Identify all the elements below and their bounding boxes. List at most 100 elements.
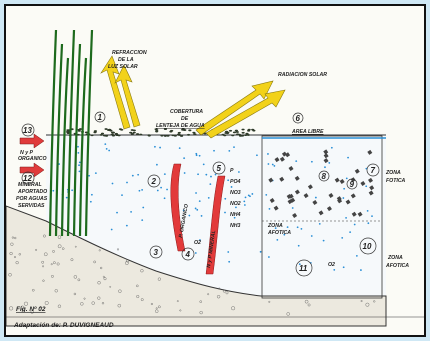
water-dot: [367, 210, 369, 212]
water-dot: [208, 197, 210, 199]
refraction-label-1: REFRACCION: [112, 50, 147, 56]
duckweed-leaf: [111, 131, 114, 133]
duckweed-leaf: [236, 133, 239, 135]
duckweed-leaf: [181, 129, 184, 131]
water-dot: [79, 161, 81, 163]
water-dot: [276, 239, 278, 241]
water-dot: [328, 162, 330, 164]
water-dot: [156, 164, 158, 166]
duckweed-leaf: [239, 135, 242, 137]
water-dot: [356, 255, 358, 257]
water-dot: [227, 251, 229, 253]
np-organic-arrow: [20, 134, 44, 148]
water-dot: [126, 182, 128, 184]
water-dot: [199, 155, 201, 157]
water-dot: [137, 174, 139, 176]
water-dot: [108, 150, 110, 152]
water-dot: [164, 173, 166, 175]
free-area-label: AREA LIBRE: [291, 129, 324, 135]
duckweed-leaf: [166, 135, 169, 137]
water-dot: [273, 165, 275, 167]
duckweed-leaf: [174, 135, 177, 137]
water-dot: [315, 197, 317, 199]
water-dot: [95, 172, 97, 174]
duckweed-leaf: [231, 134, 234, 136]
mineral-label-3: POR AGUAS: [16, 196, 48, 202]
water-dot: [195, 208, 197, 210]
water-dot: [347, 157, 349, 159]
marker-1: 1: [95, 112, 105, 122]
water-dot: [349, 231, 351, 233]
water-dot: [139, 190, 141, 192]
water-dot: [311, 235, 313, 237]
water-dot: [269, 208, 271, 210]
duckweed-leaf: [187, 134, 190, 136]
svg-text:11: 11: [299, 264, 308, 273]
duckweed-leaf: [251, 129, 254, 131]
aphotic-left-label-2: AFOTICA: [267, 230, 291, 236]
photic-label-1: ZONA: [385, 170, 401, 176]
water-dot: [159, 147, 161, 149]
duckweed-leaf: [148, 135, 151, 137]
water-dot: [52, 190, 54, 192]
water-dot: [130, 211, 132, 213]
mineral-label-2: APORTADO: [17, 189, 47, 195]
water-dot: [209, 183, 211, 185]
duckweed-leaf: [117, 134, 120, 136]
duckweed-leaf: [236, 131, 239, 133]
chem-no2: NO2: [230, 201, 241, 207]
water-dot: [333, 269, 335, 271]
water-dot: [195, 192, 197, 194]
duckweed-leaf: [247, 130, 250, 132]
duckweed-leaf: [193, 133, 196, 135]
water-dot: [141, 219, 143, 221]
aphotic-right-label-1: ZONA: [387, 255, 403, 261]
svg-text:9: 9: [350, 180, 355, 189]
svg-text:12: 12: [23, 174, 32, 183]
svg-text:5: 5: [217, 164, 222, 173]
water-dot: [365, 185, 367, 187]
water-dot: [345, 217, 347, 219]
water-dot: [360, 269, 362, 271]
water-dot: [238, 171, 240, 173]
photic-label-2: FOTICA: [386, 178, 406, 184]
duckweed-leaf: [111, 134, 114, 136]
water-dot: [354, 224, 356, 226]
o2-right: O2: [328, 262, 335, 268]
aphotic-right-label-2: AFOTICA: [385, 263, 409, 269]
water-dot: [323, 240, 325, 242]
svg-text:10: 10: [363, 242, 372, 251]
duckweed-leaf: [120, 129, 123, 131]
water-dot: [268, 163, 270, 165]
water-dot: [88, 175, 90, 177]
duckweed-leaf: [131, 133, 134, 135]
marker-13: 13: [22, 124, 34, 136]
duckweed-leaf: [221, 134, 224, 136]
duckweed-leaf: [178, 134, 181, 136]
np-organic-label-2: ORGANICO: [18, 156, 47, 162]
water-dot: [141, 189, 143, 191]
chem-nh3: NH3: [230, 223, 240, 229]
adaptation-credit: Adaptación de: P. DUVIGNEAUD: [13, 322, 114, 329]
water-dot: [104, 143, 106, 145]
water-dot: [319, 223, 321, 225]
water-dot: [301, 228, 303, 230]
water-dot: [188, 215, 190, 217]
water-dot: [77, 152, 79, 154]
water-dot: [201, 215, 203, 217]
duckweed-leaf: [131, 129, 134, 131]
water-dot: [213, 150, 215, 152]
water-dot: [224, 212, 226, 214]
water-dot: [79, 170, 81, 172]
svg-text:8: 8: [322, 172, 327, 181]
duckweed-leaf: [226, 132, 229, 134]
water-dot: [196, 154, 198, 156]
water-dot: [77, 146, 79, 148]
figure-caption: Fig. Nº 02: [16, 306, 46, 313]
water-dot: [116, 212, 118, 214]
water-dot: [287, 226, 289, 228]
water-dot: [343, 188, 345, 190]
water-dot: [132, 175, 134, 177]
water-dot: [265, 194, 267, 196]
water-dot: [311, 161, 313, 163]
